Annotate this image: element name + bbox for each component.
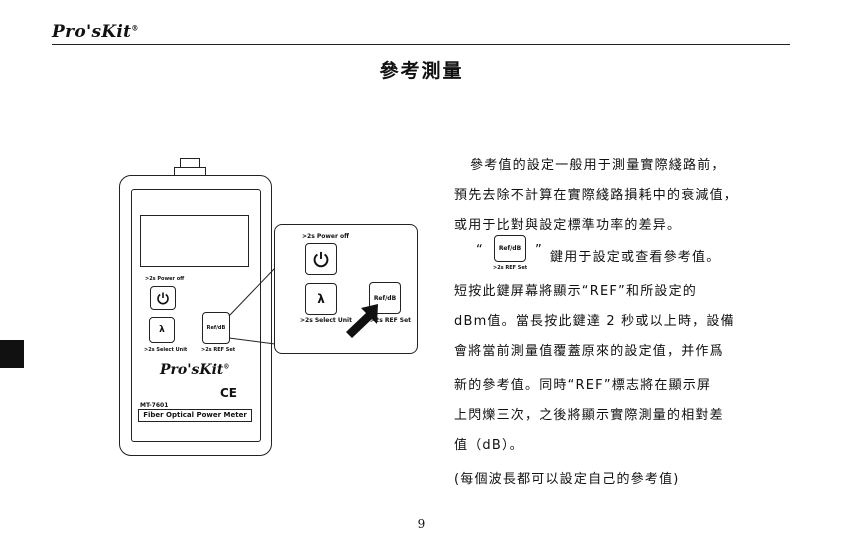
body-line-1: 參考值的設定一般用于測量實際綫路前，: [470, 158, 726, 173]
power-icon: [157, 292, 169, 305]
body-note: (每個波長都可以設定自己的參考值): [454, 472, 680, 487]
body-line-2: 預先去除不計算在實際綫路損耗中的衰減值，: [454, 188, 739, 203]
device-front-panel: [131, 189, 261, 442]
zoom-ref-label: >2s REF Set: [370, 317, 412, 324]
inline-ref-button: Ref/dB: [494, 235, 526, 262]
device-power-button: [150, 286, 176, 310]
device-ref-label: >2s REF Set: [201, 347, 236, 353]
device-wavelength-button: λ: [149, 317, 175, 343]
page-title: 參考測量: [379, 60, 464, 82]
device-ref-button: Ref/dB: [202, 312, 230, 344]
ce-mark: CE: [220, 386, 238, 400]
chapter-tab: [0, 340, 24, 368]
device-display: [140, 215, 249, 267]
brand-logo: Pro'sKit®: [52, 22, 139, 42]
press-arrow-icon: [346, 304, 378, 338]
inline-ref-sublabel: >2s REF Set: [493, 265, 528, 271]
close-quote: ”: [535, 243, 543, 258]
body-line-7: 會將當前測量值覆蓋原來的設定值，并作爲: [454, 344, 724, 359]
zoom-wavelength-button: λ: [305, 283, 337, 315]
device-power-label: >2s Power off: [145, 276, 185, 282]
page-number: 9: [417, 517, 426, 531]
body-line-6: dBm值。當長按此鍵達 2 秒或以上時，設備: [454, 314, 735, 329]
zoom-power-button: [305, 243, 337, 275]
power-icon: [313, 251, 329, 268]
header-rule: [52, 44, 790, 45]
body-line-9: 上閃爍三次，之後將顯示實際測量的相對差: [454, 408, 724, 423]
body-line-4: 鍵用于設定或查看參考值。: [550, 250, 721, 265]
device-product-name: Fiber Optical Power Meter: [138, 409, 252, 422]
zoom-select-label: >2s Select Unit: [300, 317, 352, 324]
zoom-power-label: >2s Power off: [302, 233, 350, 240]
body-line-3: 或用于比對與設定標準功率的差异。: [454, 218, 682, 233]
device-brand-logo: Pro'sKit®: [160, 362, 230, 378]
body-line-8: 新的參考值。同時“REF”標志將在顯示屏: [454, 378, 712, 393]
open-quote: “: [476, 243, 484, 258]
body-line-10: 值（dB）。: [454, 438, 524, 453]
fiber-connector: [180, 158, 200, 169]
device-select-label: >2s Select Unit: [144, 347, 188, 353]
device-model: MT-7601: [140, 402, 169, 409]
body-line-5: 短按此鍵屏幕將顯示“REF”和所設定的: [454, 284, 697, 299]
